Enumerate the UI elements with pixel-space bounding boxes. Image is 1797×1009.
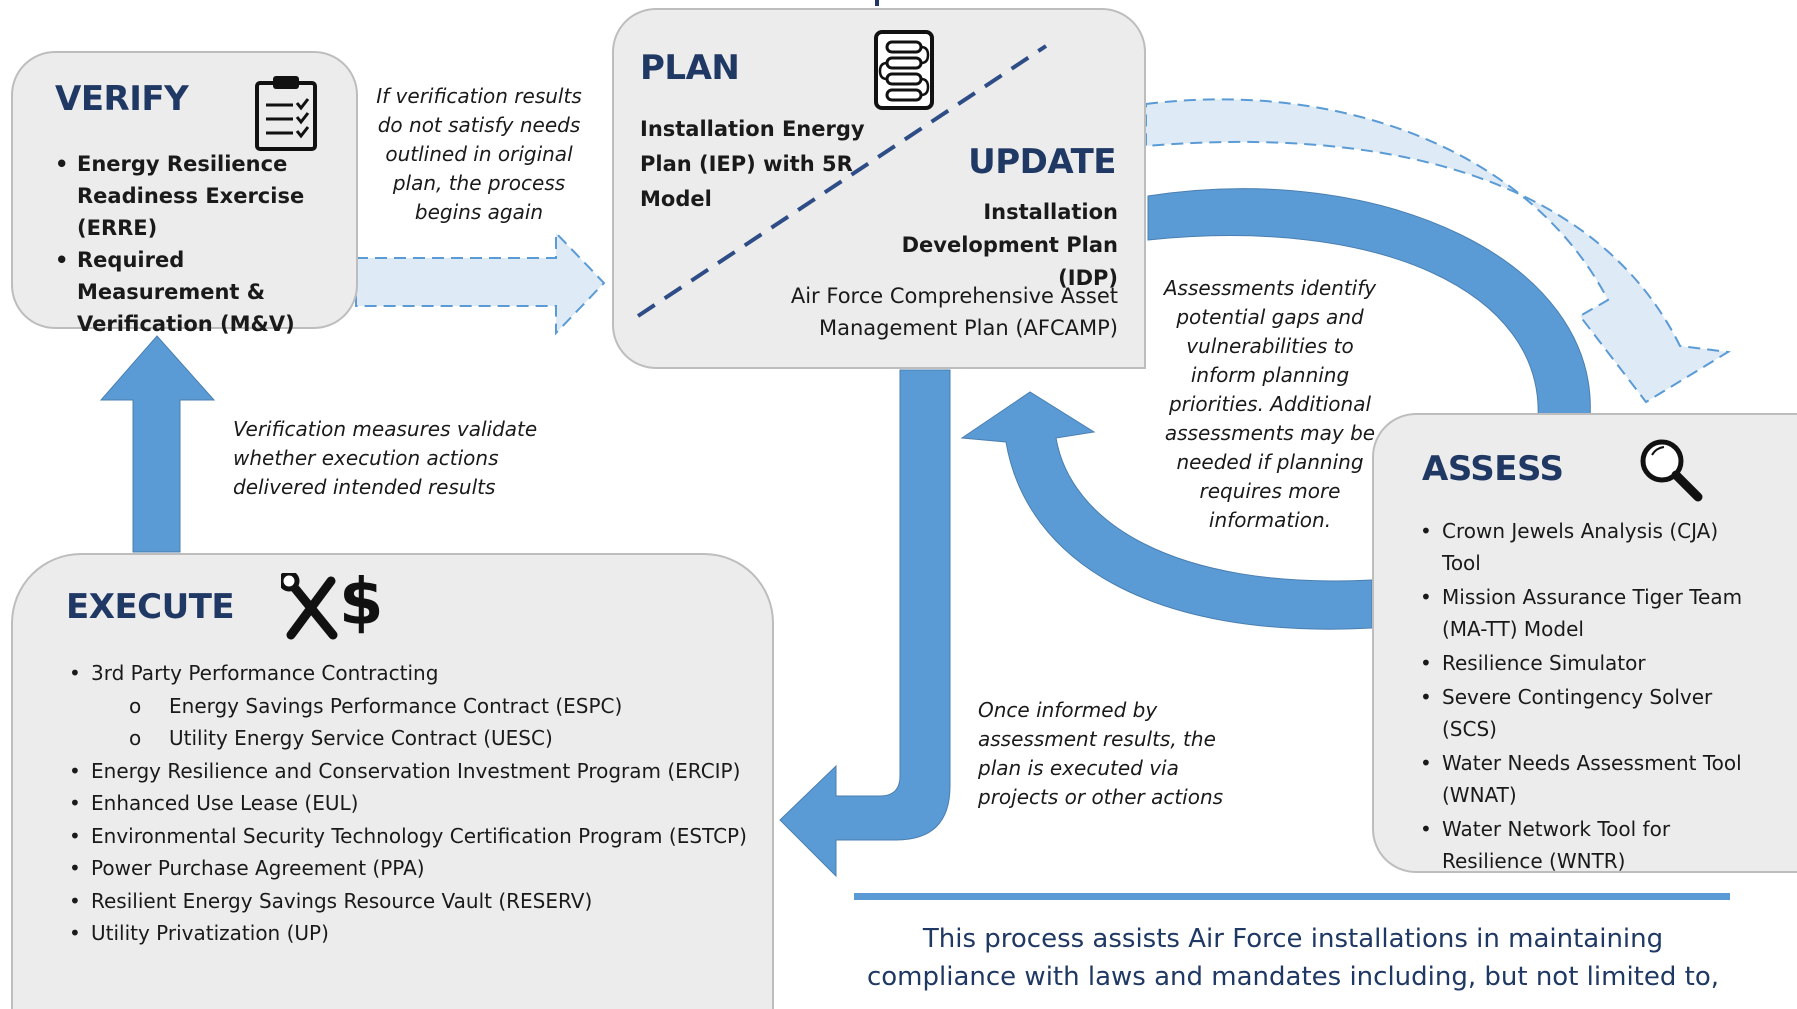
verify-title: VERIFY (55, 79, 189, 119)
plan-title: PLAN (640, 48, 740, 88)
assessments-note: Assessments identify potential gaps and … (1163, 276, 1377, 532)
execute-item: Environmental Security Technology Certif… (67, 820, 747, 853)
update-title: UPDATE (968, 142, 1116, 182)
magnifying-glass-icon (1640, 439, 1703, 502)
execute-item: Enhanced Use Lease (EUL) (67, 787, 747, 820)
execute-subitems: Energy Savings Performance Contract (ESP… (67, 690, 747, 755)
update-afcamp: Air Force Comprehensive Asset Management… (790, 284, 1118, 340)
assess-item: Water Needs Assessment Tool (WNAT) (1418, 747, 1748, 811)
update-idp: Installation Development Plan (IDP) (901, 200, 1118, 290)
footer-divider (854, 893, 1730, 900)
assess-item: Water Network Tool for Resilience (WNTR) (1418, 813, 1748, 877)
plan-iep: Installation Energy Plan (IEP) with 5R M… (640, 117, 865, 211)
execute-list: 3rd Party Performance Contracting Energy… (67, 657, 747, 950)
assess-title: ASSESS (1422, 449, 1564, 489)
update-to-assess-arrow (1145, 98, 1731, 404)
wrench-screwdriver-icon (281, 573, 338, 640)
verify-item: Required Measurement & Verification (M&V… (53, 244, 328, 340)
assess-box: ASSESS Crown Jewels Analysis (CJA) Tool … (1372, 413, 1797, 873)
plan-update-divider (636, 44, 1048, 318)
verify-list: Energy Resilience Readiness Exercise (ER… (53, 148, 328, 340)
execute-item: Power Purchase Agreement (PPA) (67, 852, 747, 885)
assess-item: Crown Jewels Analysis (CJA) Tool (1418, 515, 1748, 579)
execute-to-verify-arrow (99, 335, 216, 553)
execute-subitem: Energy Savings Performance Contract (ESP… (129, 690, 747, 723)
execute-item: Utility Privatization (UP) (67, 917, 747, 950)
execute-item: Resilient Energy Savings Resource Vault … (67, 885, 747, 918)
verify-box: VERIFY Energy Resilience Readiness Exerc… (11, 51, 358, 336)
verification-measures-note: Verification measures validate whether e… (233, 417, 538, 499)
assess-return-arrow (960, 391, 1373, 630)
verify-item: Energy Resilience Readiness Exercise (ER… (53, 148, 328, 244)
verify-to-plan-arrow (355, 230, 606, 336)
execute-title: EXECUTE (66, 587, 235, 627)
tools-dollar-icon: $ (281, 567, 391, 643)
execute-box: EXECUTE $ 3rd Party Performance Contract… (11, 553, 774, 1009)
dollar-sign: $ (339, 566, 384, 640)
plan-update-box: PLAN Installation Energy Plan (IEP) with… (612, 8, 1146, 369)
footer-text: This process assists Air Force installat… (866, 924, 1719, 992)
once-informed-note: Once informed by assessment results, the… (978, 698, 1224, 809)
execute-sublist: Energy Savings Performance Contract (ESP… (67, 690, 747, 755)
execute-item: 3rd Party Performance Contracting (67, 657, 747, 690)
execute-subitem: Utility Energy Service Contract (UESC) (129, 722, 747, 755)
verify-to-plan-note: If verification results do not satisfy n… (376, 84, 582, 224)
assess-item: Resilience Simulator (1418, 647, 1748, 679)
execute-item: Energy Resilience and Conservation Inves… (67, 755, 747, 788)
document-flowchart-icon (874, 30, 934, 110)
assess-item: Mission Assurance Tiger Team (MA-TT) Mod… (1418, 581, 1748, 645)
clipboard-checklist-icon (255, 76, 317, 151)
assess-list: Crown Jewels Analysis (CJA) Tool Mission… (1418, 515, 1748, 877)
plan-to-execute-arrow (779, 369, 951, 878)
assess-item: Severe Contingency Solver (SCS) (1418, 681, 1748, 745)
